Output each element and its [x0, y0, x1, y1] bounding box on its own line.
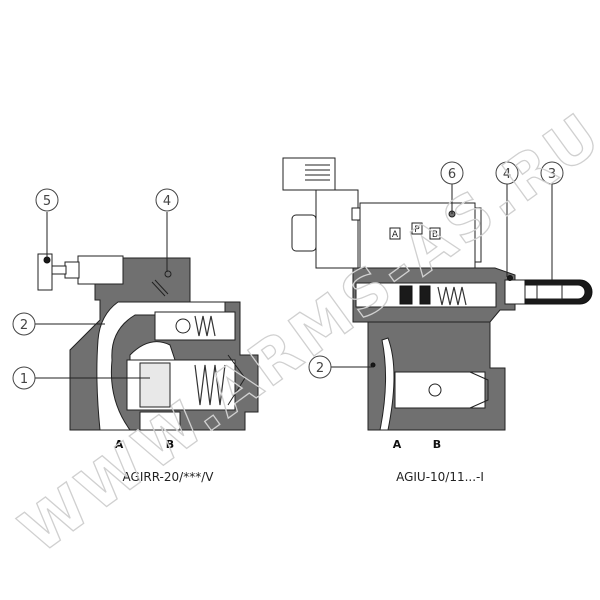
- callout-1: 1: [20, 372, 28, 387]
- right-valve-drawing: A P B: [282, 157, 593, 431]
- callout-4: 4: [163, 194, 171, 209]
- callout-5-badge: [35, 188, 59, 212]
- left-valve-drawing: [37, 253, 259, 431]
- left-port-a: A: [115, 438, 124, 451]
- callout-5: 5: [43, 194, 51, 209]
- callout-6: 6: [448, 167, 456, 182]
- left-caption: AGIRR-20/***/V: [123, 470, 215, 484]
- pilot-port-label-a: A: [392, 230, 399, 240]
- callout-4: 4: [503, 167, 511, 182]
- callout-2: 2: [316, 361, 324, 376]
- right-port-a: A: [393, 438, 402, 451]
- left-port-b: B: [166, 438, 174, 451]
- callout-3: 3: [548, 167, 556, 182]
- callout-2: 2: [20, 318, 28, 333]
- right-port-b: B: [433, 438, 441, 451]
- right-callouts: 6 4 3 2: [308, 161, 564, 379]
- right-caption: AGIU-10/11...-I: [396, 470, 484, 484]
- pilot-port-label-p: P: [414, 225, 420, 235]
- pilot-port-label-b: B: [432, 230, 438, 240]
- left-callouts: 5 4 2 1: [12, 188, 179, 390]
